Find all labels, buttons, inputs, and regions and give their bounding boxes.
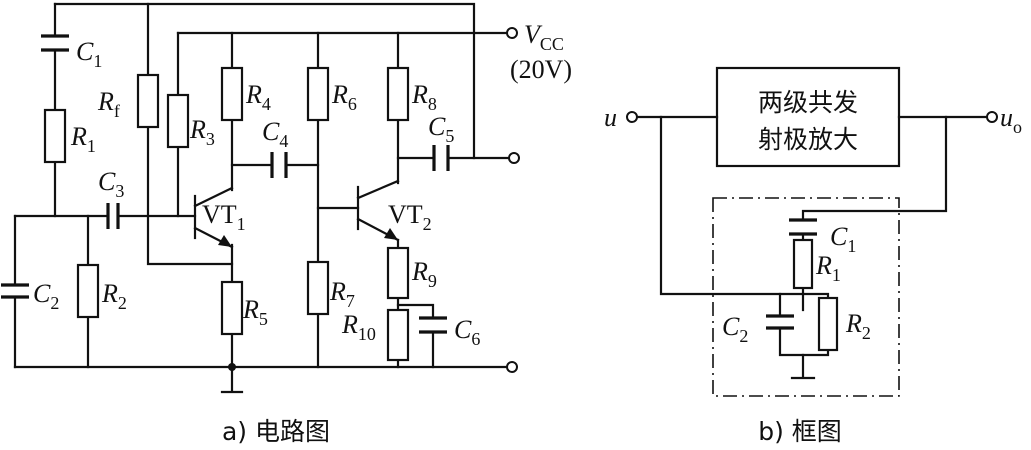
amplifier-label-line2: 射极放大 xyxy=(758,125,858,154)
input-terminal[interactable] xyxy=(626,111,638,123)
block-labels: u uo C1 R1 C2 R2 xyxy=(604,103,1022,346)
label-vt1: VT1 xyxy=(202,200,246,234)
vcc-terminal[interactable] xyxy=(506,27,518,39)
resistor-r8 xyxy=(386,66,410,122)
resistor-r6 xyxy=(306,66,330,122)
label-r2: R2 xyxy=(101,279,127,313)
block-wires xyxy=(635,115,989,380)
label-c5: C5 xyxy=(428,112,454,146)
label-vcc-value: (20V) xyxy=(510,55,572,84)
resistor-r3 xyxy=(166,93,190,149)
emitter-arrow-icon xyxy=(218,235,232,247)
resistor-r9 xyxy=(386,246,410,300)
label-network-r1: R1 xyxy=(815,251,841,285)
resistor-rf xyxy=(136,73,160,129)
transistor-vt2 xyxy=(356,179,400,242)
resistors xyxy=(43,66,410,362)
label-input-u: u xyxy=(604,103,617,132)
label-vt2: VT2 xyxy=(388,200,432,234)
label-r10: R10 xyxy=(341,310,376,344)
feedback-network-frame xyxy=(712,197,900,397)
resistor-r10 xyxy=(386,308,410,362)
label-rf: Rf xyxy=(97,87,120,121)
label-r7: R7 xyxy=(329,277,355,311)
caption-circuit: a) 电路图 xyxy=(222,417,330,446)
network-resistor-r1 xyxy=(792,238,814,290)
label-r8: R8 xyxy=(411,80,437,114)
junction-dots xyxy=(228,363,236,371)
label-c1: C1 xyxy=(76,37,102,71)
output-terminal-uo[interactable] xyxy=(986,111,998,123)
label-r3: R3 xyxy=(189,115,215,149)
terminals xyxy=(506,27,520,373)
label-network-c2: C2 xyxy=(722,312,748,346)
label-vcc: VCC xyxy=(524,20,564,54)
capacitor-c1 xyxy=(41,34,69,52)
block-diagram: 两级共发 射极放大 u uo C1 R1 C2 R2 xyxy=(604,66,1022,397)
circuit-labels: C1 R1 C2 R2 C3 Rf R3 R4 C4 R5 R6 R7 R8 C… xyxy=(33,20,572,349)
output-terminal[interactable] xyxy=(508,152,520,164)
emitter-arrow-icon xyxy=(384,228,398,240)
label-r1: R1 xyxy=(70,122,96,156)
capacitor-c2 xyxy=(1,283,29,299)
label-r9: R9 xyxy=(411,257,437,291)
amplifier-label-line1: 两级共发 xyxy=(758,88,858,117)
resistor-r1 xyxy=(43,108,67,164)
network-capacitor-c2 xyxy=(766,314,794,330)
label-r6: R6 xyxy=(331,80,357,114)
capacitor-c4 xyxy=(270,152,288,178)
label-r4: R4 xyxy=(245,80,271,114)
capacitors xyxy=(1,34,450,334)
resistor-r5 xyxy=(220,280,244,336)
label-output-uo: uo xyxy=(1000,103,1022,137)
label-network-r2: R2 xyxy=(845,309,871,343)
circuit-diagram: C1 R1 C2 R2 C3 Rf R3 R4 C4 R5 R6 R7 R8 C… xyxy=(1,2,572,394)
resistor-r7 xyxy=(306,260,330,316)
resistor-r4 xyxy=(220,66,244,122)
caption-block: b) 框图 xyxy=(758,417,842,446)
label-c3: C3 xyxy=(98,167,124,201)
network-resistor-r2 xyxy=(817,296,839,352)
label-c2: C2 xyxy=(33,279,59,313)
capacitor-c3 xyxy=(106,203,120,229)
label-c4: C4 xyxy=(262,117,288,151)
ground-terminal[interactable] xyxy=(506,361,518,373)
label-r5: R5 xyxy=(242,295,268,329)
transistor-vt1 xyxy=(193,186,234,249)
label-c6: C6 xyxy=(454,315,480,349)
network-capacitor-c1 xyxy=(789,218,817,236)
capacitor-c5 xyxy=(432,145,450,171)
label-network-c1: C1 xyxy=(830,222,856,256)
resistor-r2 xyxy=(76,263,100,319)
capacitor-c6 xyxy=(419,316,447,334)
